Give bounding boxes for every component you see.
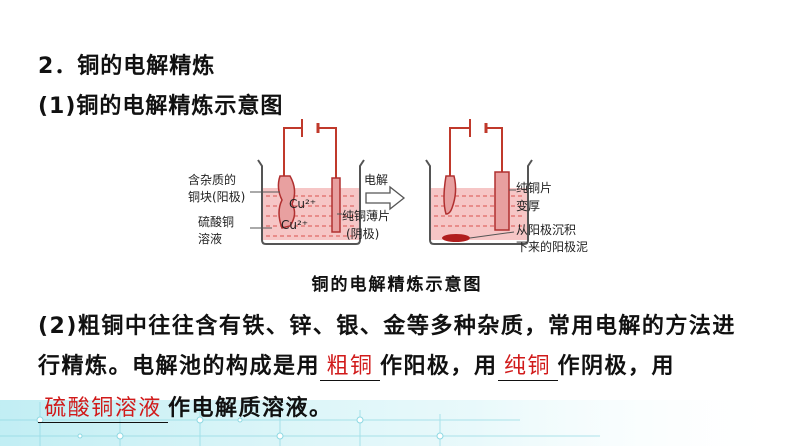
right-anode-shrunk (443, 175, 457, 215)
left-cathode-thin-plate (331, 177, 341, 233)
right-circuit-wire (449, 127, 503, 176)
ion-label-1: Cu²⁺ (289, 197, 316, 211)
paragraph-line-3-part-b: 作电解质溶液。 (168, 396, 333, 421)
label-cathode: (阴极) (346, 227, 379, 241)
answer-blank-3: 硫酸铜溶液 (38, 396, 168, 423)
right-cell (425, 119, 533, 245)
paragraph-line-2-part-b: 作阳极，用 (380, 354, 498, 379)
answer-cathode-material: 纯铜 (504, 354, 552, 379)
answer-anode-material: 粗铜 (326, 354, 374, 379)
answer-blank-2: 纯铜 (497, 354, 558, 381)
pointer-anode-mud (469, 231, 515, 239)
paragraph-line-1: (2)粗铜中往往含有铁、锌、银、金等多种杂质，常用电解的方法进 (38, 314, 736, 339)
section-heading: 2．铜的电解精炼 (38, 54, 216, 79)
decorative-footer-pattern (0, 400, 794, 446)
paragraph-line-2-part-a: 行精炼。电解池的构成是用 (38, 354, 321, 379)
anode-mud (442, 234, 470, 242)
label-pure-copper-plate: 纯铜片 (516, 180, 552, 195)
left-beaker (257, 159, 365, 245)
left-anode-impure-copper (277, 175, 296, 229)
answer-blank-1: 粗铜 (320, 354, 381, 381)
label-impure-copper-1: 含杂质的 (188, 172, 236, 187)
label-anode-mud: 下来的阳极泥 (516, 239, 588, 254)
left-circuit-wire (283, 127, 337, 180)
label-impure-copper-2: 铜块(阳极) (188, 189, 245, 204)
ion-label-2: Cu²⁺ (281, 218, 308, 232)
figure-caption: 铜的电解精炼示意图 (311, 275, 483, 295)
arrow-label: 电解 (364, 173, 388, 187)
paragraph-line-2-part-c: 作阴极，用 (557, 354, 676, 379)
subheading-diagram: (1)铜的电解精炼示意图 (38, 94, 284, 119)
label-deposited-from-anode: 从阳极沉积 (516, 223, 576, 237)
label-thickened: 变厚 (516, 198, 540, 213)
label-pure-copper-sheet: 纯铜薄片 (342, 208, 390, 223)
paragraph-line-2: 行精炼。电解池的构成是用粗铜作阳极，用纯铜作阴极，用 (38, 348, 675, 381)
label-copper-sulfate-2: 溶液 (198, 231, 222, 246)
right-cathode-thick (494, 171, 510, 231)
paragraph-line-3: 硫酸铜溶液作电解质溶液。 (38, 390, 333, 423)
right-beaker (425, 159, 533, 245)
electrolysis-diagram: Cu²⁺ Cu²⁺ 含杂质的 铜块(阳极) 硫酸铜 溶液 纯铜薄片 (阴极) 电… (188, 119, 588, 254)
left-cell: Cu²⁺ Cu²⁺ (250, 119, 365, 245)
label-copper-sulfate-1: 硫酸铜 (198, 214, 234, 229)
answer-electrolyte: 硫酸铜溶液 (44, 396, 162, 421)
arrow-right-icon (365, 185, 406, 211)
